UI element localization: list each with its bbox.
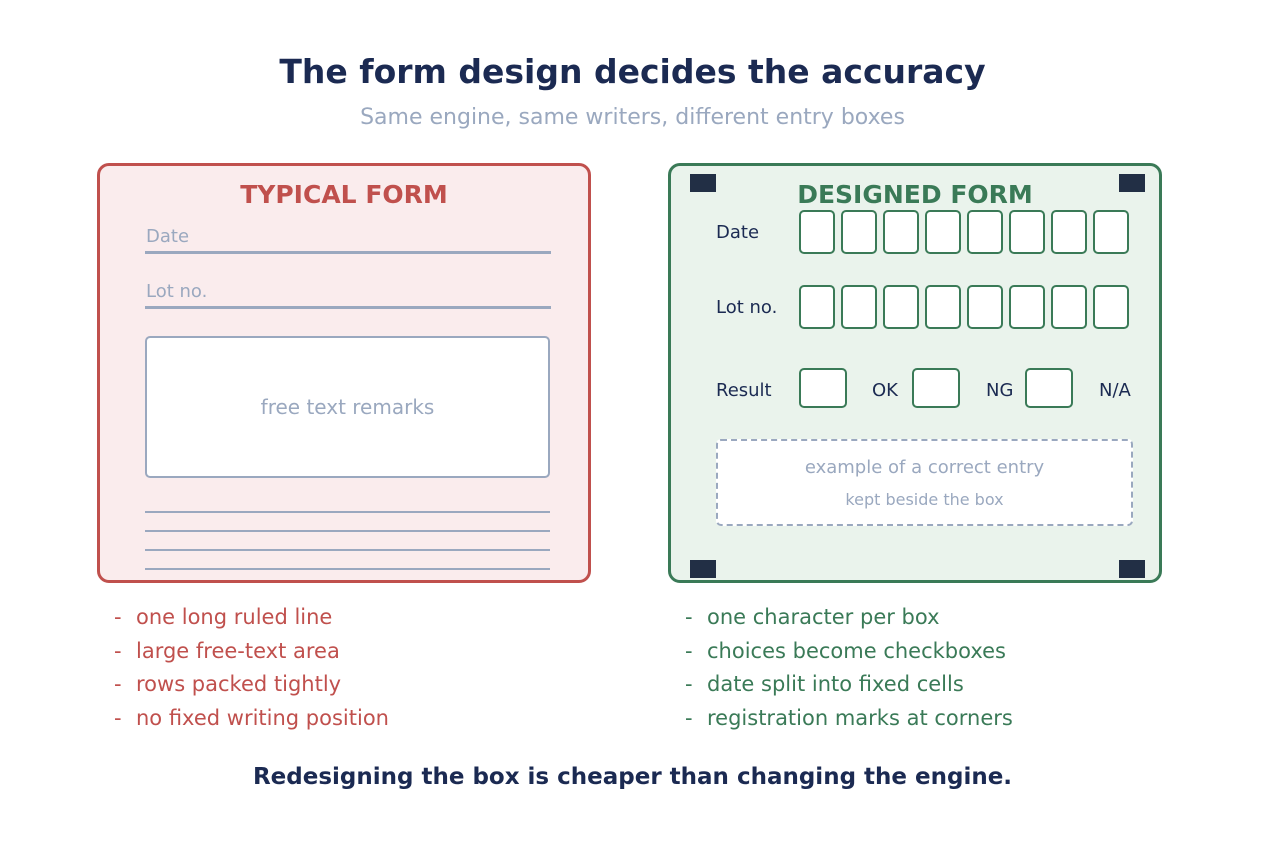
page-title: The form design decides the accuracy [279, 52, 986, 91]
registration-mark-top-right [1119, 174, 1145, 192]
typical-form-heading: TYPICAL FORM [240, 180, 448, 209]
result-na-checkbox [1025, 368, 1073, 408]
list-item: -no fixed writing position [114, 705, 389, 730]
typical-remarks-area: free text remarks [145, 336, 550, 478]
date-cell [799, 210, 835, 254]
typical-ruled-line [145, 568, 550, 570]
result-ng-checkbox [912, 368, 960, 408]
list-item: -date split into fixed cells [685, 672, 964, 696]
list-item: -choices become checkboxes [685, 638, 1006, 663]
lot-cell [1051, 285, 1087, 329]
typical-lot-label: Lot no. [146, 281, 208, 302]
date-cell [925, 210, 961, 254]
designed-date-label: Date [716, 222, 760, 243]
example-entry-note: kept beside the box [845, 490, 1004, 509]
registration-mark-bottom-right [1119, 560, 1145, 578]
typical-remarks-placeholder: free text remarks [260, 395, 435, 419]
lot-cell [925, 285, 961, 329]
example-entry-text: example of a correct entry [804, 457, 1045, 478]
lot-cell [841, 285, 877, 329]
date-cell [967, 210, 1003, 254]
list-item: -rows packed tightly [114, 672, 342, 696]
lot-cell [1009, 285, 1045, 329]
date-cell [841, 210, 877, 254]
designed-result-label: Result [716, 380, 772, 401]
designed-lot-label: Lot no. [716, 297, 778, 318]
typical-ruled-line [145, 511, 550, 513]
typical-lot-line [145, 306, 551, 309]
list-item: -one long ruled line [114, 605, 333, 629]
lot-cell [967, 285, 1003, 329]
lot-cell [883, 285, 919, 329]
lot-cell-row [799, 285, 1129, 329]
typical-date-line [145, 251, 551, 254]
result-na-label: N/A [1099, 380, 1131, 401]
date-cell [1051, 210, 1087, 254]
lot-cell [1093, 285, 1129, 329]
page-subtitle: Same engine, same writers, different ent… [360, 105, 905, 130]
example-entry-box: example of a correct entry kept beside t… [716, 439, 1133, 526]
footer-conclusion: Redesigning the box is cheaper than chan… [252, 764, 1013, 790]
date-cell [1093, 210, 1129, 254]
date-cell [883, 210, 919, 254]
result-ok-label: OK [872, 380, 898, 401]
registration-mark-top-left [690, 174, 716, 192]
result-ng-label: NG [986, 380, 1014, 401]
registration-mark-bottom-left [690, 560, 716, 578]
typical-bullet-list: -one long ruled line -large free-text ar… [114, 602, 389, 736]
designed-form-panel: DESIGNED FORM Date Lot no. Result OK NG … [668, 163, 1162, 583]
date-cell-row [799, 210, 1129, 254]
list-item: -one character per box [685, 605, 940, 629]
designed-bullet-list: -one character per box -choices become c… [685, 602, 1013, 736]
result-ok-checkbox [799, 368, 847, 408]
date-cell [1009, 210, 1045, 254]
designed-form-heading: DESIGNED FORM [797, 180, 1033, 209]
list-item: -large free-text area [114, 638, 340, 663]
list-item: -registration marks at corners [685, 705, 1013, 730]
typical-date-label: Date [146, 226, 190, 247]
typical-ruled-line [145, 530, 550, 532]
typical-ruled-line [145, 549, 550, 551]
typical-form-panel: TYPICAL FORM Date Lot no. free text rema… [97, 163, 591, 583]
lot-cell [799, 285, 835, 329]
